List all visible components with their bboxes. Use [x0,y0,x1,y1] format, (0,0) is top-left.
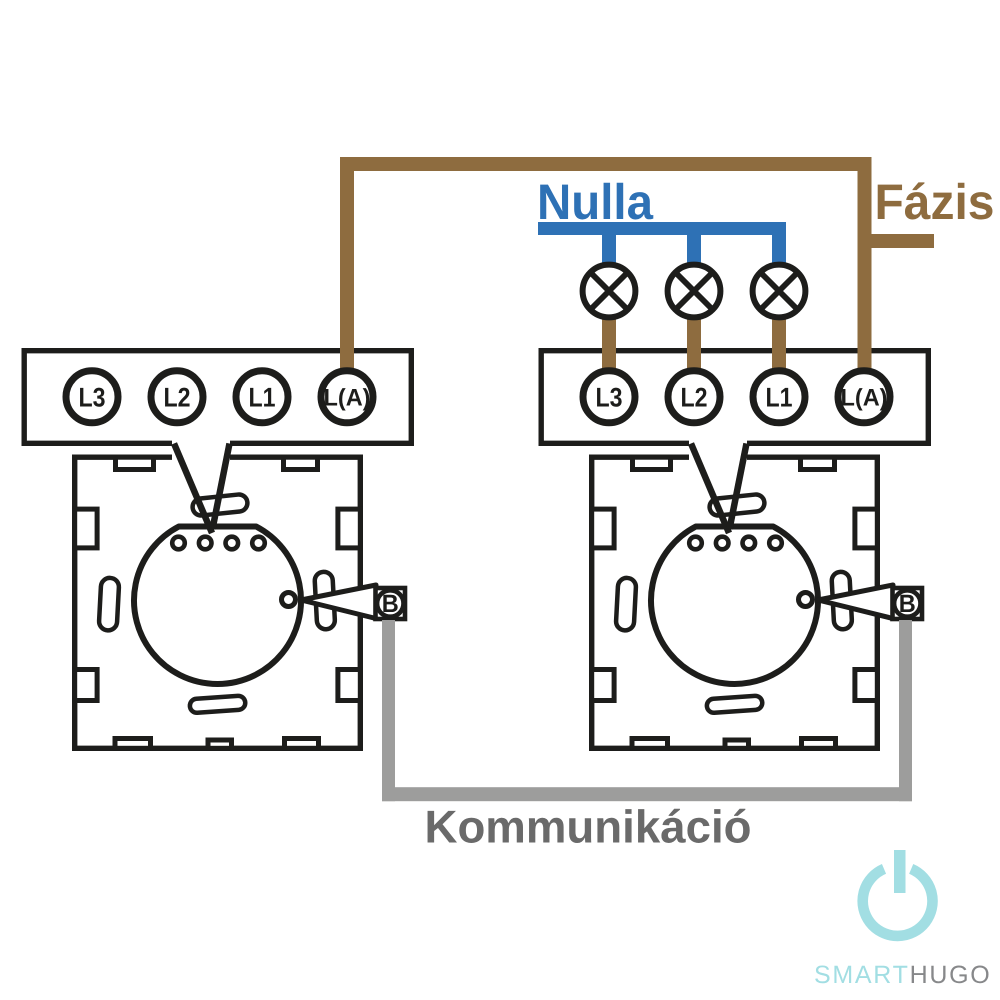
svg-text:Fázis: Fázis [875,174,995,230]
svg-text:Nulla: Nulla [537,174,654,230]
svg-text:SMARTHUGO: SMARTHUGO [814,961,991,989]
svg-text:Kommunikáció: Kommunikáció [425,801,752,853]
